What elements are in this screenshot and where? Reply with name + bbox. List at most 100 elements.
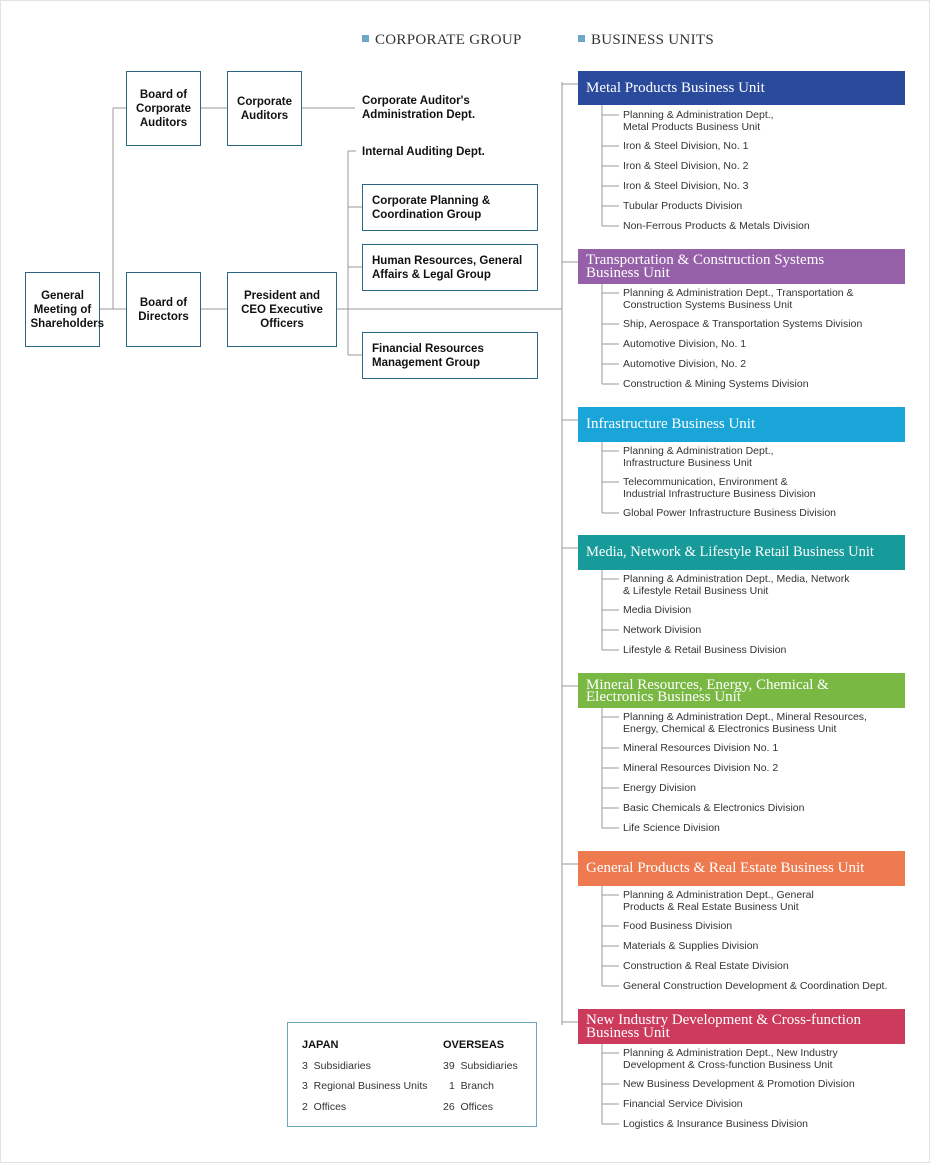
division-item: Lifestyle & Retail Business Division	[623, 644, 786, 656]
division-item: Construction & Mining Systems Division	[623, 378, 809, 390]
financial-resources-box: Financial Resources Management Group	[362, 332, 538, 379]
division-label: Basic Chemicals & Electronics Division	[623, 802, 805, 814]
corporate-group-label: CORPORATE GROUP	[375, 32, 522, 48]
board-of-directors-box: Board of Directors	[126, 272, 201, 347]
internal-auditing-label: Internal Auditing Dept.	[362, 146, 485, 158]
human-resources-box: Human Resources, General Affairs & Legal…	[362, 244, 538, 291]
division-label: Global Power Infrastructure Business Div…	[623, 507, 837, 519]
division-item: Food Business Division	[623, 920, 732, 932]
division-item: Basic Chemicals & Electronics Division	[623, 802, 804, 814]
internal-auditing-dept: Internal Auditing Dept.	[362, 145, 485, 159]
unit-name: General Products & Real Estate Business …	[586, 860, 865, 876]
square-marker-icon	[578, 35, 585, 42]
division-item: Mineral Resources Division No. 1	[623, 742, 778, 754]
division-item: Financial Service Division	[623, 1098, 743, 1110]
division-item: Automotive Division, No. 2	[623, 358, 746, 370]
board-of-directors-label: Board of Directors	[138, 296, 189, 323]
division-label: Planning & Administration Dept., Metal P…	[623, 109, 774, 133]
division-label: Planning & Administration Dept., Media, …	[623, 573, 850, 597]
division-label: Automotive Division, No. 2	[623, 358, 747, 370]
division-item: Planning & Administration Dept., Mineral…	[623, 711, 868, 735]
unit-name: Infrastructure Business Unit	[586, 416, 756, 432]
unit-name: New Industry Development & Cross-functio…	[586, 1011, 861, 1041]
general-meeting-label: General Meeting of Shareholders	[30, 289, 105, 330]
unit-name: Transportation & Construction Systems Bu…	[586, 251, 825, 281]
business-units-label: BUSINESS UNITS	[591, 32, 714, 48]
overseas-stat: 39 Subsidiaries	[443, 1060, 518, 1072]
division-item: General Construction Development & Coord…	[623, 980, 887, 992]
unit-header-transportation-construction: Transportation & Construction Systems Bu…	[578, 249, 905, 284]
division-label: General Construction Development & Coord…	[623, 980, 888, 992]
division-label: Planning & Administration Dept., New Ind…	[623, 1047, 838, 1071]
auditor-admin-dept-label: Corporate Auditor's Administration Dept.	[362, 95, 476, 121]
division-item: Iron & Steel Division, No. 1	[623, 140, 748, 152]
unit-header-new-industry: New Industry Development & Cross-functio…	[578, 1009, 905, 1044]
division-label: Ship, Aerospace & Transportation Systems…	[623, 318, 863, 330]
division-item: Energy Division	[623, 782, 696, 794]
unit-header-infrastructure: Infrastructure Business Unit	[578, 407, 905, 442]
japan-stat: 3 Subsidiaries	[302, 1060, 371, 1072]
division-label: Financial Service Division	[623, 1098, 743, 1110]
japan-title: JAPAN	[302, 1039, 339, 1051]
division-item: Planning & Administration Dept., New Ind…	[623, 1047, 853, 1071]
network-stats-box: JAPAN 3 Subsidiaries 3 Regional Business…	[287, 1022, 537, 1127]
president-ceo-box: President and CEO Executive Officers	[227, 272, 337, 347]
division-item: Media Division	[623, 604, 691, 616]
japan-stat: 3 Regional Business Units	[302, 1080, 428, 1092]
division-label: Tubular Products Division	[623, 200, 743, 212]
division-item: Iron & Steel Division, No. 3	[623, 180, 748, 192]
division-label: Media Division	[623, 604, 692, 616]
division-item: Planning & Administration Dept., Media, …	[623, 573, 853, 597]
division-item: Planning & Administration Dept., General…	[623, 889, 843, 913]
division-label: Mineral Resources Division No. 2	[623, 762, 779, 774]
division-label: Non-Ferrous Products & Metals Division	[623, 220, 810, 232]
corporate-auditors-label: Corporate Auditors	[237, 95, 292, 122]
overseas-title: OVERSEAS	[443, 1039, 505, 1051]
division-label: Automotive Division, No. 1	[623, 338, 747, 350]
division-label: Life Science Division	[623, 822, 720, 834]
division-item: Telecommunication, Environment & Industr…	[623, 476, 823, 500]
president-ceo-label: President and CEO Executive Officers	[241, 289, 323, 330]
division-label: Planning & Administration Dept., Infrast…	[623, 445, 774, 469]
division-label: Logistics & Insurance Business Division	[623, 1118, 809, 1130]
division-item: Logistics & Insurance Business Division	[623, 1118, 808, 1130]
corporate-planning-box: Corporate Planning & Coordination Group	[362, 184, 538, 231]
division-label: Lifestyle & Retail Business Division	[623, 644, 787, 656]
division-label: Iron & Steel Division, No. 2	[623, 160, 749, 172]
division-item: Ship, Aerospace & Transportation Systems…	[623, 318, 862, 330]
division-item: Mineral Resources Division No. 2	[623, 762, 778, 774]
division-item: Planning & Administration Dept., Metal P…	[623, 109, 793, 133]
division-item: Iron & Steel Division, No. 2	[623, 160, 748, 172]
division-item: Construction & Real Estate Division	[623, 960, 789, 972]
human-resources-label: Human Resources, General Affairs & Legal…	[372, 254, 523, 281]
division-label: Construction & Mining Systems Division	[623, 378, 809, 390]
division-label: Planning & Administration Dept., Transpo…	[623, 287, 854, 311]
division-item: Network Division	[623, 624, 701, 636]
division-label: Iron & Steel Division, No. 3	[623, 180, 749, 192]
division-label: Energy Division	[623, 782, 696, 794]
division-label: Network Division	[623, 624, 702, 636]
corporate-auditors-box: Corporate Auditors	[227, 71, 302, 146]
division-label: Food Business Division	[623, 920, 733, 932]
division-item: Tubular Products Division	[623, 200, 742, 212]
general-meeting-box: General Meeting of Shareholders	[25, 272, 105, 347]
auditor-admin-dept: Corporate Auditor's Administration Dept.	[362, 94, 502, 122]
unit-header-media-network: Media, Network & Lifestyle Retail Busine…	[578, 535, 905, 570]
division-label: Materials & Supplies Division	[623, 940, 759, 952]
unit-name: Metal Products Business Unit	[586, 79, 765, 96]
division-item: Planning & Administration Dept., Transpo…	[623, 287, 883, 311]
unit-name: Mineral Resources, Energy, Chemical & El…	[586, 676, 829, 705]
division-label: Iron & Steel Division, No. 1	[623, 140, 749, 152]
division-item: Automotive Division, No. 1	[623, 338, 746, 350]
division-item: Materials & Supplies Division	[623, 940, 758, 952]
unit-header-metal-products: Metal Products Business Unit	[578, 71, 905, 105]
square-marker-icon	[362, 35, 369, 42]
corporate-planning-label: Corporate Planning & Coordination Group	[372, 194, 491, 221]
division-item: Global Power Infrastructure Business Div…	[623, 507, 836, 519]
unit-header-mineral-resources: Mineral Resources, Energy, Chemical & El…	[578, 673, 905, 708]
division-label: Telecommunication, Environment & Industr…	[623, 476, 816, 500]
division-item: Life Science Division	[623, 822, 720, 834]
overseas-stat: 26 Offices	[443, 1101, 493, 1113]
unit-name: Media, Network & Lifestyle Retail Busine…	[586, 544, 874, 560]
